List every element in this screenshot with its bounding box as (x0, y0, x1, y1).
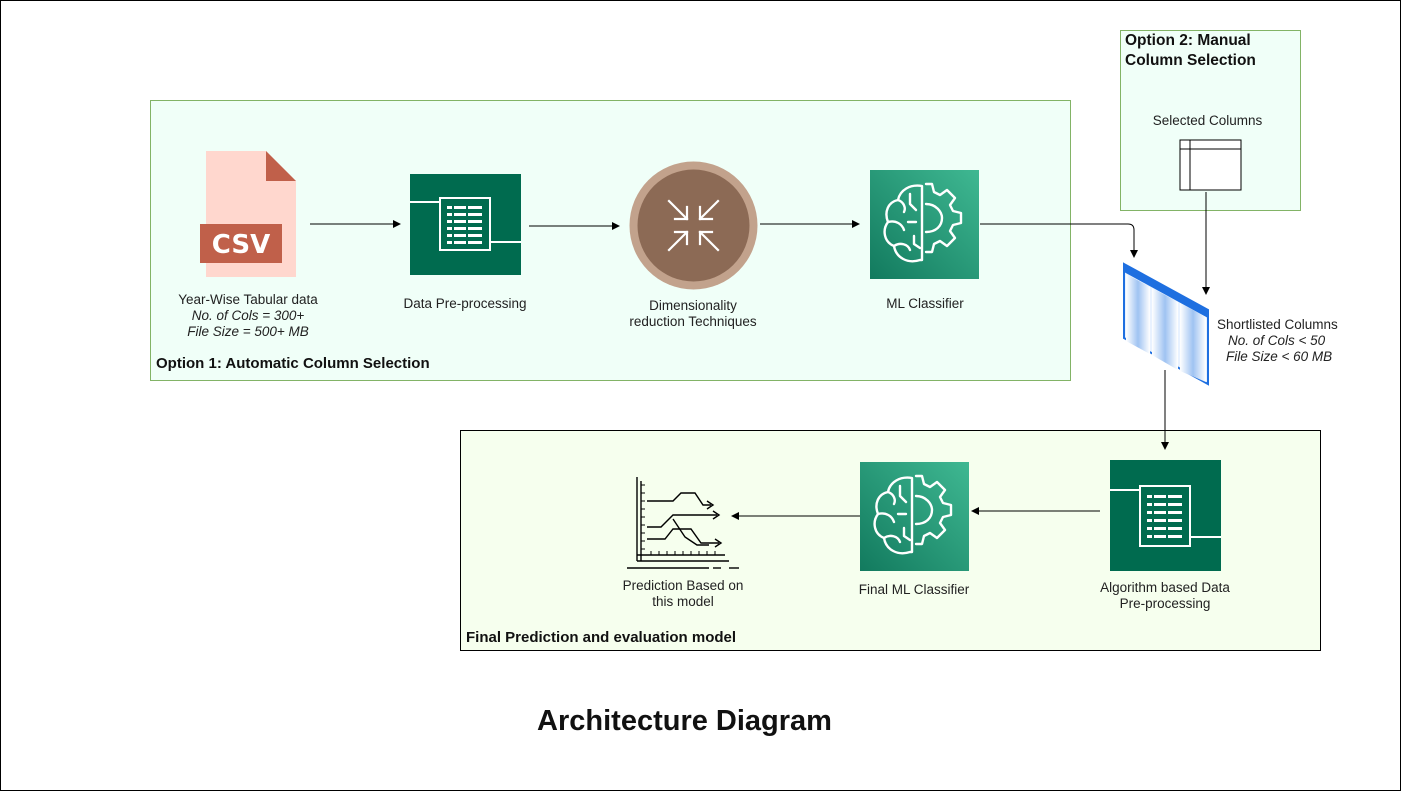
shortlisted-detail-cols: No. of Cols < 50 (1228, 333, 1326, 348)
algorithm-label-block: Algorithm based Data Pre-processing (1075, 580, 1255, 612)
prediction-chart-icon (627, 477, 739, 569)
algorithm-preprocess-icon (1110, 460, 1221, 571)
preprocess-label: Data Pre-processing (403, 296, 527, 311)
dimreduce-label-line1: Dimensionality (649, 298, 737, 313)
prediction-label-block: Prediction Based on this model (608, 578, 758, 610)
shortlisted-columns-icon (1123, 262, 1209, 386)
final-ml-classifier-icon (860, 462, 969, 571)
preprocess-icon (410, 174, 521, 275)
final-group-title: Final Prediction and evaluation model (466, 629, 737, 646)
prediction-label-line1: Prediction Based on (622, 578, 744, 593)
table-icon (1179, 139, 1242, 191)
dimreduce-label-line2: reduction Techniques (629, 314, 757, 329)
shortlisted-label: Shortlisted Columns (1217, 317, 1338, 332)
prediction-label-line2: this model (652, 594, 714, 609)
shortlisted-label-block: Shortlisted Columns No. of Cols < 50 Fil… (1217, 317, 1367, 365)
csv-label: Year-Wise Tabular data (178, 292, 318, 307)
csv-file-icon: CSV (200, 151, 296, 277)
csv-detail-cols: No. of Cols = 300+ (191, 308, 305, 323)
ml-classifier-label: ML Classifier (886, 296, 964, 311)
csv-icon-text: CSV (212, 230, 270, 260)
algorithm-label-line1: Algorithm based Data (1100, 580, 1230, 595)
csv-label-block: Year-Wise Tabular data No. of Cols = 300… (168, 292, 328, 340)
dimensionality-reduction-icon (629, 161, 758, 290)
algorithm-label-line2: Pre-processing (1119, 596, 1211, 611)
ml-classifier-icon (870, 170, 979, 279)
selected-columns-label: Selected Columns (1152, 113, 1263, 128)
final-ml-classifier-label: Final ML Classifier (858, 582, 970, 597)
option2-title: Option 2: Manual Column Selection (1125, 32, 1256, 69)
shortlisted-detail-size: File Size < 60 MB (1226, 349, 1333, 364)
dimreduce-label-block: Dimensionality reduction Techniques (608, 298, 778, 330)
csv-detail-size: File Size = 500+ MB (187, 324, 309, 339)
diagram-title: Architecture Diagram (537, 705, 832, 737)
option1-title: Option 1: Automatic Column Selection (156, 355, 430, 372)
